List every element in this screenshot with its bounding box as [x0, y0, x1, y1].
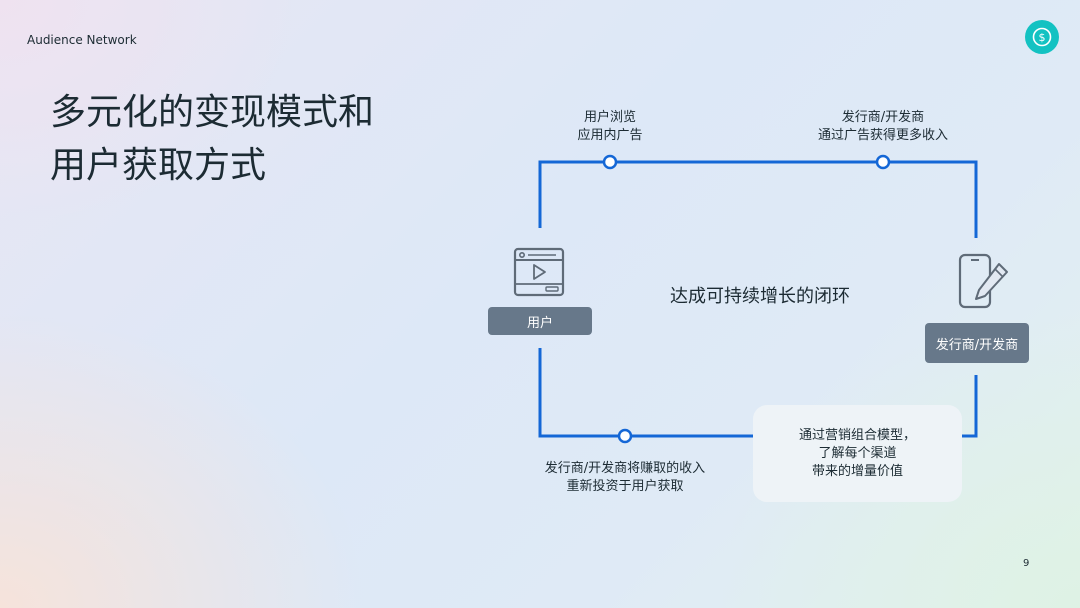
page-title: 多元化的变现模式和 用户获取方式 — [50, 86, 374, 192]
dollar-coin-icon: $ — [1025, 20, 1059, 54]
top-left-label-line-2: 应用内广告 — [577, 128, 643, 143]
title-line-1: 多元化的变现模式和 — [50, 92, 375, 133]
top-left-label-line-1: 用户浏览 — [583, 110, 636, 125]
phone-pen-icon — [955, 252, 1011, 310]
bottom-label-line-1: 发行商/开发商将赚取的收入 — [544, 461, 706, 476]
svg-text:$: $ — [1039, 31, 1046, 44]
title-line-2: 用户获取方式 — [50, 145, 267, 186]
note-line-2: 了解每个渠道 — [818, 445, 897, 461]
loop-node-top-right — [875, 154, 891, 170]
loop-center-text: 达成可持续增长的闭环 — [670, 286, 850, 307]
note-line-3: 带来的增量价值 — [811, 463, 903, 479]
bottom-label-line-2: 重新投资于用户获取 — [566, 479, 684, 494]
loop-node-top-left — [602, 154, 618, 170]
page-number: 9 — [1023, 558, 1030, 569]
loop-line-bottom — [538, 348, 753, 438]
brand-label: Audience Network — [27, 33, 137, 47]
loop-line-top — [538, 160, 978, 238]
bottom-label: 发行商/开发商将赚取的收入 重新投资于用户获取 — [520, 460, 730, 496]
loop-line-right — [962, 375, 978, 438]
loop-node-bottom — [617, 428, 633, 444]
top-right-label: 发行商/开发商 通过广告获得更多收入 — [803, 109, 963, 145]
video-player-icon — [512, 246, 566, 298]
top-right-label-line-1: 发行商/开发商 — [841, 110, 925, 125]
note-line-1: 通过营销组合模型， — [798, 427, 916, 443]
publisher-tag: 发行商/开发商 — [925, 323, 1029, 363]
user-tag: 用户 — [488, 307, 592, 335]
top-left-label: 用户浏览 应用内广告 — [560, 109, 660, 145]
note-box: 通过营销组合模型， 了解每个渠道 带来的增量价值 — [753, 405, 962, 502]
top-right-label-line-2: 通过广告获得更多收入 — [817, 128, 948, 143]
